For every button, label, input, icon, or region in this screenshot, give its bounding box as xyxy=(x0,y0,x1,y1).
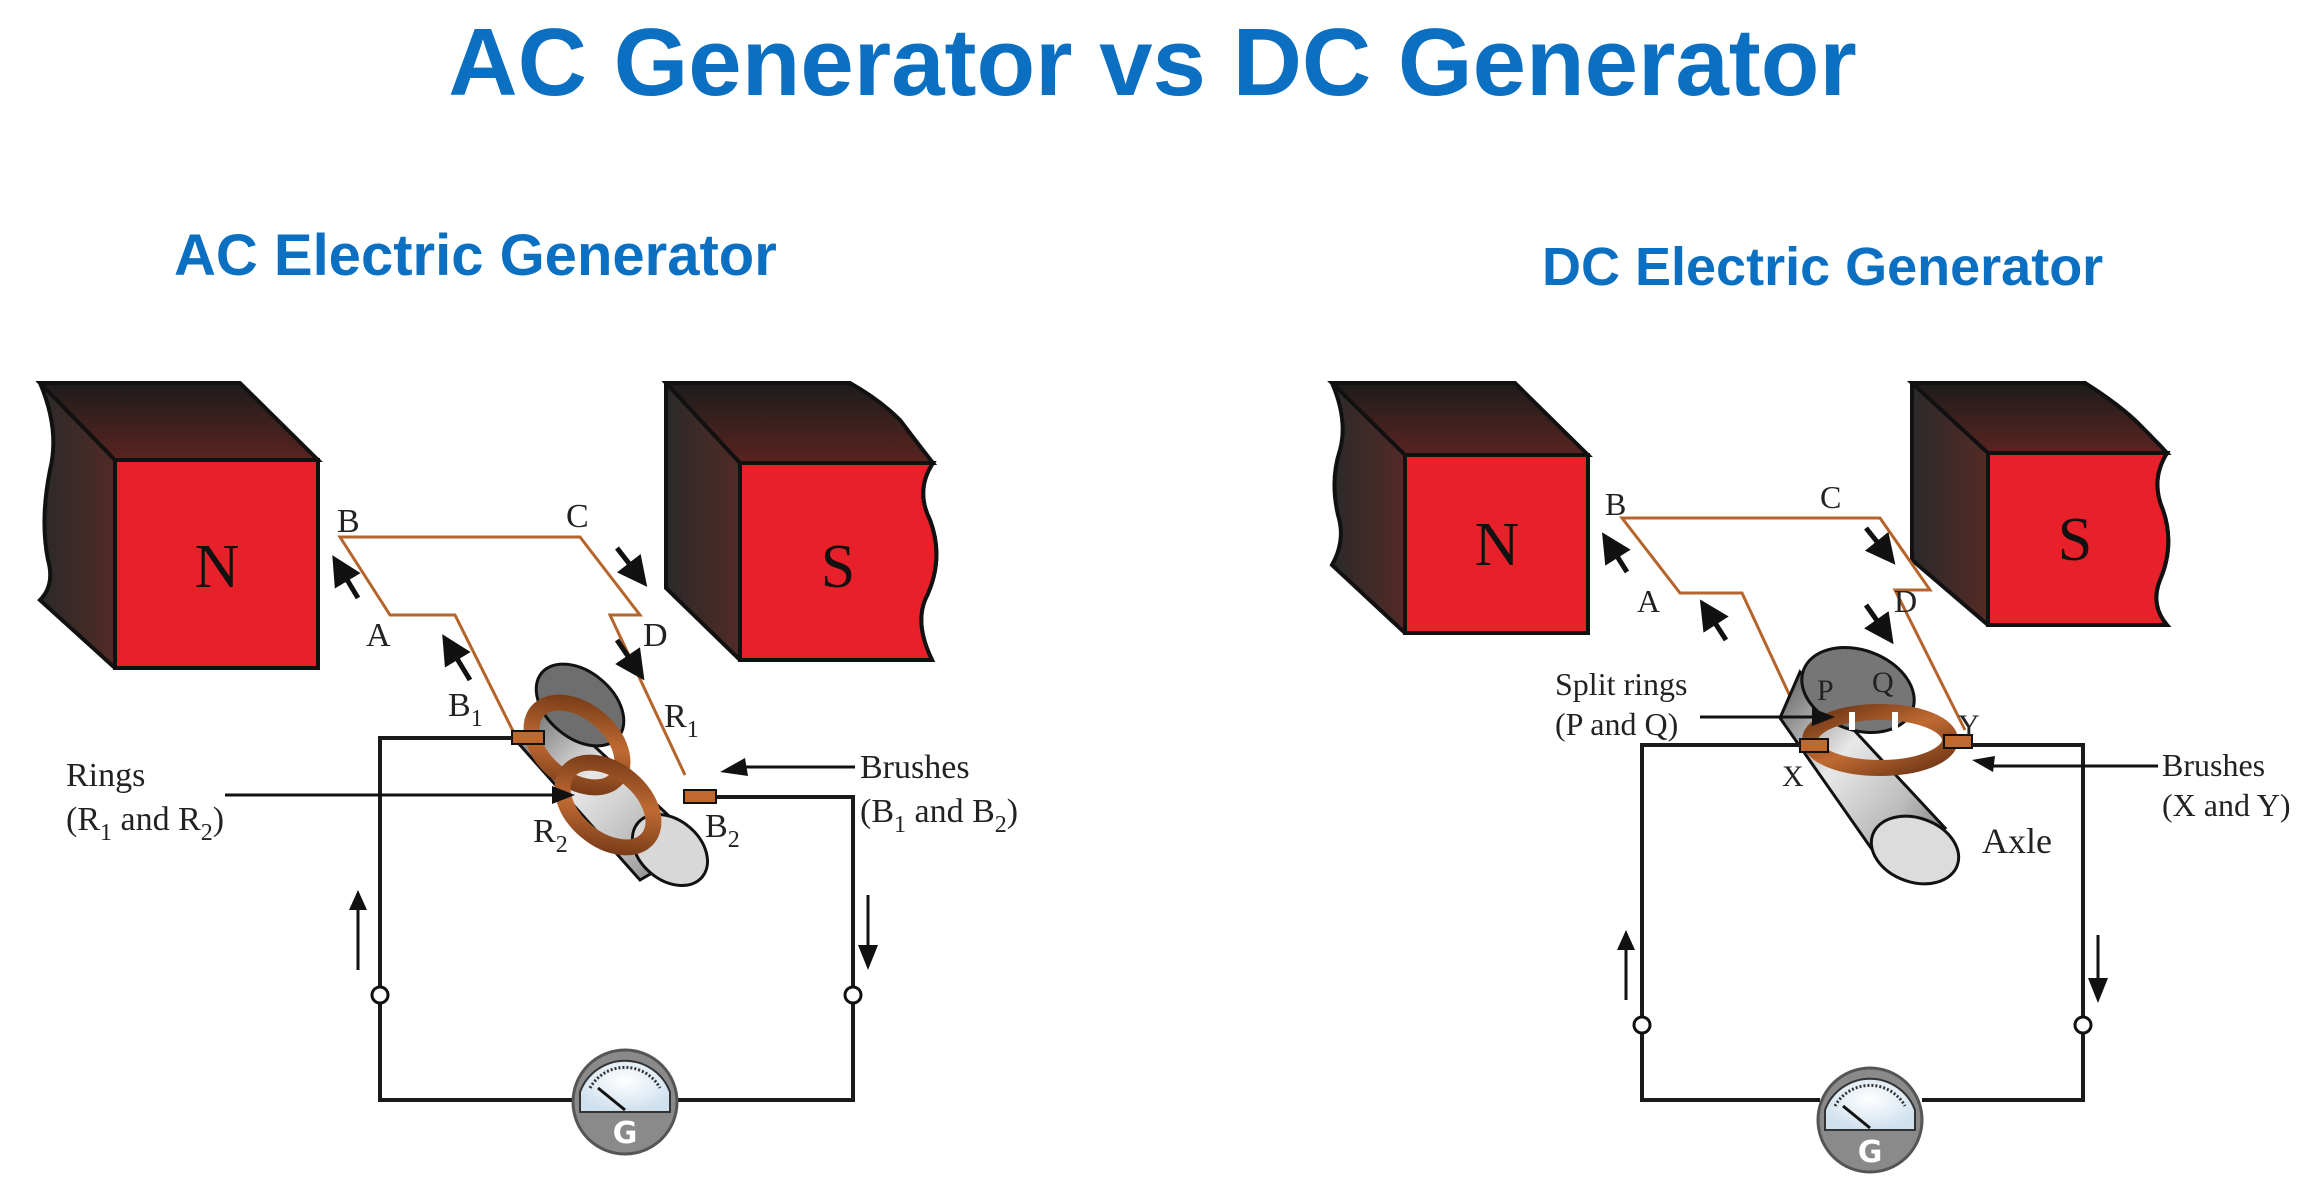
ac-rings-label: Rings xyxy=(66,757,145,794)
ac-label-r1: R1 xyxy=(664,698,699,743)
ac-label-b: B xyxy=(337,503,360,540)
ac-arrow-d xyxy=(614,638,645,681)
ac-axle xyxy=(518,662,710,887)
dc-arrow-cd xyxy=(1864,526,1896,565)
ac-coil xyxy=(337,535,687,776)
ac-label-d: D xyxy=(643,617,668,654)
dc-arrow-a xyxy=(1699,599,1729,642)
dc-galvanometer-label: G xyxy=(1858,1135,1883,1170)
ac-label-r2: R2 xyxy=(533,813,568,858)
dc-brushes-sublabel: (X and Y) xyxy=(2162,787,2291,823)
dc-label-b: B xyxy=(1605,486,1626,522)
ac-pole-s: S xyxy=(821,533,855,601)
dc-heading: DC Electric Generator xyxy=(1542,237,2104,297)
dc-arrow-d xyxy=(1863,603,1894,645)
ac-galvanometer-label: G xyxy=(613,1116,638,1151)
dc-circuit xyxy=(1640,743,2085,1102)
dc-axle-label: Axle xyxy=(1982,821,2052,861)
ac-galvanometer: G xyxy=(571,1048,679,1156)
ac-label-c: C xyxy=(566,498,589,535)
dc-brush-x xyxy=(1799,738,1829,753)
dc-label-c: C xyxy=(1820,479,1841,515)
dc-terminal-left xyxy=(1632,1015,1652,1035)
ac-label-a: A xyxy=(366,617,391,654)
ac-ring-r2 xyxy=(554,754,662,856)
dc-split-rings-label: Split rings xyxy=(1555,666,1687,702)
dc-label-q: Q xyxy=(1872,666,1894,699)
ac-rings-sublabel: (R1 and R2) xyxy=(66,801,224,846)
ac-north-magnet: N xyxy=(35,381,323,670)
ac-arrow-a xyxy=(442,634,473,682)
ac-south-magnet: S xyxy=(661,381,939,662)
ac-terminal-left xyxy=(370,985,390,1005)
dc-coil xyxy=(1618,516,1967,736)
dc-galvanometer: G xyxy=(1816,1066,1924,1174)
ac-generator: N S B C A D xyxy=(35,381,1018,1156)
ac-label-b2: B2 xyxy=(705,808,740,853)
ac-brush-b1 xyxy=(511,730,545,745)
dc-split-rings-sublabel: (P and Q) xyxy=(1555,706,1678,742)
dc-label-p: P xyxy=(1817,674,1834,707)
dc-arrow-ab xyxy=(1602,532,1631,574)
ac-brush-b2 xyxy=(683,789,717,804)
dc-terminal-right xyxy=(2073,1015,2093,1035)
ac-terminal-right xyxy=(843,985,863,1005)
dc-label-d: D xyxy=(1894,583,1917,619)
dc-pole-n: N xyxy=(1475,511,1520,579)
ac-pole-n: N xyxy=(195,533,240,601)
dc-north-magnet: N xyxy=(1327,381,1593,635)
dc-label-x: X xyxy=(1782,760,1804,793)
dc-generator: N S B C A D xyxy=(1327,381,2291,1174)
ac-arrow-ab xyxy=(332,555,361,600)
ac-brushes-label: Brushes xyxy=(860,749,970,786)
ac-arrow-cd xyxy=(615,546,648,587)
ac-brushes-sublabel: (B1 and B2) xyxy=(860,793,1018,838)
dc-south-magnet: S xyxy=(1906,381,2172,627)
dc-label-a: A xyxy=(1637,583,1660,619)
ac-circuit xyxy=(378,736,855,1102)
dc-label-y: Y xyxy=(1958,709,1980,742)
ac-label-b1: B1 xyxy=(448,687,483,732)
dc-brushes-label: Brushes xyxy=(2162,747,2265,783)
ac-heading: AC Electric Generator xyxy=(174,223,777,288)
page-title: AC Generator vs DC Generator xyxy=(448,9,1857,116)
dc-pole-s: S xyxy=(2058,506,2092,574)
dc-brush-y xyxy=(1943,734,1973,749)
